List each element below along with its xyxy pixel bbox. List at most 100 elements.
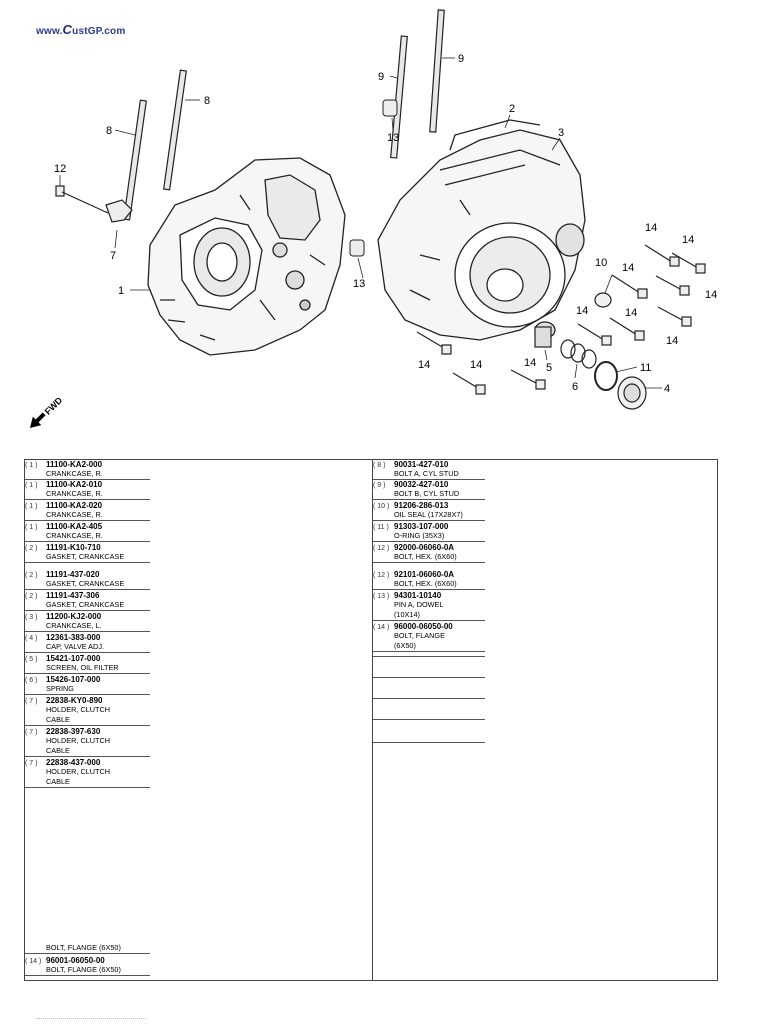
part-entry[interactable]: ( 1 ) 11100-KA2-020 CRANKCASE, R.: [25, 501, 150, 521]
callout-4: 4: [664, 383, 670, 395]
part-entry[interactable]: ( 3 ) 11200-KJ2-000 CRANKCASE, L.: [25, 612, 150, 632]
part-number: 91206-286-013: [394, 501, 449, 510]
page-footer-mark: [36, 1018, 146, 1022]
part-number: 11100-KA2-010: [46, 480, 103, 489]
ref-number: ( 5 ): [25, 656, 38, 663]
part-number: 11191-437-020: [46, 570, 100, 579]
part-number: 92101-06060-0A: [394, 570, 455, 579]
part-description: CRANKCASE, L.: [46, 621, 102, 630]
ref-number: ( 12 ): [373, 572, 390, 579]
callout-9a: 9: [378, 71, 384, 83]
part-description: BOLT B, CYL STUD: [394, 489, 460, 498]
part-description: O-RING (35X3): [394, 531, 445, 540]
part-entry[interactable]: ( 1 ) 11100-KA2-405 CRANKCASE, R.: [25, 522, 150, 542]
part-number: 91303-107-000: [394, 522, 449, 531]
part-entry[interactable]: ( 2 ) 11191-K10-710 GASKET, CRANKCASE: [25, 543, 150, 563]
part-entry[interactable]: ( 10 ) 91206-286-013 OIL SEAL (17X28X7): [373, 501, 485, 521]
left-crankcase-drawing: [377, 119, 586, 341]
part-entry[interactable]: ( 13 ) 94301-10140 PIN A, DOWEL (10X14): [373, 591, 485, 621]
callout-1: 1: [118, 285, 124, 297]
part-entry[interactable]: ( 14 ) 96001-06050-00 BOLT, FLANGE (6X50…: [25, 956, 150, 976]
callout-11: 11: [640, 362, 651, 374]
part-number: 11200-KJ2-000: [46, 612, 102, 621]
part-entry[interactable]: ( 5 ) 15421-107-000 SCREEN, OIL FILTER: [25, 654, 150, 674]
part-description: CAP, VALVE ADJ.: [46, 642, 104, 651]
part-description: BOLT, FLANGE (6X50): [394, 631, 445, 650]
part-number: 15426-107-000: [46, 675, 101, 684]
dowel-pins: [349, 99, 398, 257]
callout-14c: 14: [622, 262, 634, 274]
part-description: GASKET, CRANKCASE: [46, 552, 125, 561]
callout-14h: 14: [418, 359, 430, 371]
ref-number: ( 1 ): [25, 462, 38, 469]
part-entry[interactable]: ( 12 ) 92101-06060-0A BOLT, HEX. (6X60): [373, 570, 485, 590]
callout-3: 3: [558, 127, 564, 139]
part-description: BOLT, FLANGE (6X50): [46, 943, 121, 952]
ref-number: ( 1 ): [25, 503, 38, 510]
ref-number: ( 2 ): [25, 593, 38, 600]
site-logo[interactable]: www.CustGP.com: [36, 22, 125, 37]
part-entry[interactable]: ( 8 ) 90031-427-010 BOLT A, CYL STUD: [373, 460, 485, 480]
ref-number: ( 14 ): [373, 624, 390, 631]
part-entry[interactable]: BOLT, FLANGE (6X50): [25, 943, 150, 954]
callout-7: 7: [110, 250, 116, 262]
part-description: SPRING: [46, 684, 74, 693]
part-description: HOLDER, CLUTCH CABLE: [46, 767, 111, 786]
callout-10: 10: [595, 257, 607, 269]
part-entry[interactable]: ( 9 ) 90032-427-010 BOLT B, CYL STUD: [373, 480, 485, 500]
empty-row-divider: [373, 742, 485, 743]
ref-number: ( 2 ): [25, 572, 38, 579]
empty-row-divider: [373, 698, 485, 699]
logo-prefix: www.: [36, 26, 63, 37]
part-entry[interactable]: ( 11 ) 91303-107-000 O-RING (35X3): [373, 522, 485, 542]
bolt-and-holder: [55, 185, 133, 223]
logo-suffix: ustGP.com: [72, 26, 126, 37]
part-description: BOLT A, CYL STUD: [394, 469, 459, 478]
part-entry[interactable]: ( 2 ) 11191-437-020 GASKET, CRANKCASE: [25, 570, 150, 590]
part-entry[interactable]: ( 7 ) 22838-KY0-890 HOLDER, CLUTCH CABLE: [25, 696, 150, 726]
part-description: HOLDER, CLUTCH CABLE: [46, 705, 111, 724]
part-number: 12361-383-000: [46, 633, 101, 642]
ref-number: ( 10 ): [373, 503, 390, 510]
parts-list-table: ( 1 ) 11100-KA2-000 CRANKCASE, R. ( 1 ) …: [24, 459, 718, 981]
part-entry[interactable]: ( 14 ) 96000-06050-00 BOLT, FLANGE (6X50…: [373, 622, 485, 652]
part-entry[interactable]: ( 4 ) 12361-383-000 CAP, VALVE ADJ.: [25, 633, 150, 653]
callout-14b: 14: [682, 234, 694, 246]
callout-14a: 14: [645, 222, 657, 234]
part-number: 15421-107-000: [46, 654, 101, 663]
part-description: BOLT, HEX. (6X60): [394, 552, 457, 561]
cylinder-studs: [123, 9, 445, 221]
callout-14i: 14: [470, 359, 482, 371]
part-number: 90032-427-010: [394, 480, 449, 489]
part-number: 90031-427-010: [394, 460, 449, 469]
part-number: 22838-437-000: [46, 758, 101, 767]
part-entry[interactable]: ( 7 ) 22838-437-000 HOLDER, CLUTCH CABLE: [25, 758, 150, 788]
part-number: 11191-K10-710: [46, 543, 101, 552]
callout-14f: 14: [576, 305, 588, 317]
ref-number: ( 3 ): [25, 614, 38, 621]
part-description: HOLDER, CLUTCH CABLE: [46, 736, 111, 755]
part-entry[interactable]: ( 12 ) 92000-06060-0A BOLT, HEX. (6X60): [373, 543, 485, 563]
part-entry[interactable]: ( 1 ) 11100-KA2-000 CRANKCASE, R.: [25, 460, 150, 480]
part-description: CRANKCASE, R.: [46, 469, 103, 478]
empty-row-divider: [373, 677, 485, 678]
fwd-label: FWD: [43, 395, 65, 417]
part-description: SCREEN, OIL FILTER: [46, 663, 119, 672]
part-description: CRANKCASE, R.: [46, 489, 103, 498]
part-number: 96001-06050-00: [46, 956, 105, 965]
part-entry[interactable]: ( 7 ) 22838-397-630 HOLDER, CLUTCH CABLE: [25, 727, 150, 757]
part-description: BOLT, HEX. (6X60): [394, 579, 457, 588]
part-entry[interactable]: ( 1 ) 11100-KA2-010 CRANKCASE, R.: [25, 480, 150, 500]
callout-6: 6: [572, 381, 578, 393]
callout-numbers: 1 2 3 4 5 6 7 8 8 9 9 10 11 12 13 13 14 …: [54, 53, 717, 395]
part-description: PIN A, DOWEL (10X14): [394, 600, 444, 619]
part-entry[interactable]: ( 6 ) 15426-107-000 SPRING: [25, 675, 150, 695]
fwd-arrow: FWD: [30, 395, 65, 428]
ref-number: ( 14 ): [25, 958, 42, 965]
part-description: BOLT, FLANGE (6X50): [46, 965, 121, 974]
ref-number: ( 11 ): [373, 524, 389, 531]
part-entry[interactable]: ( 2 ) 11191-437-306 GASKET, CRANKCASE: [25, 591, 150, 611]
part-number: 22838-397-630: [46, 727, 101, 736]
part-number: 96000-06050-00: [394, 622, 453, 631]
callout-8b: 8: [204, 95, 210, 107]
